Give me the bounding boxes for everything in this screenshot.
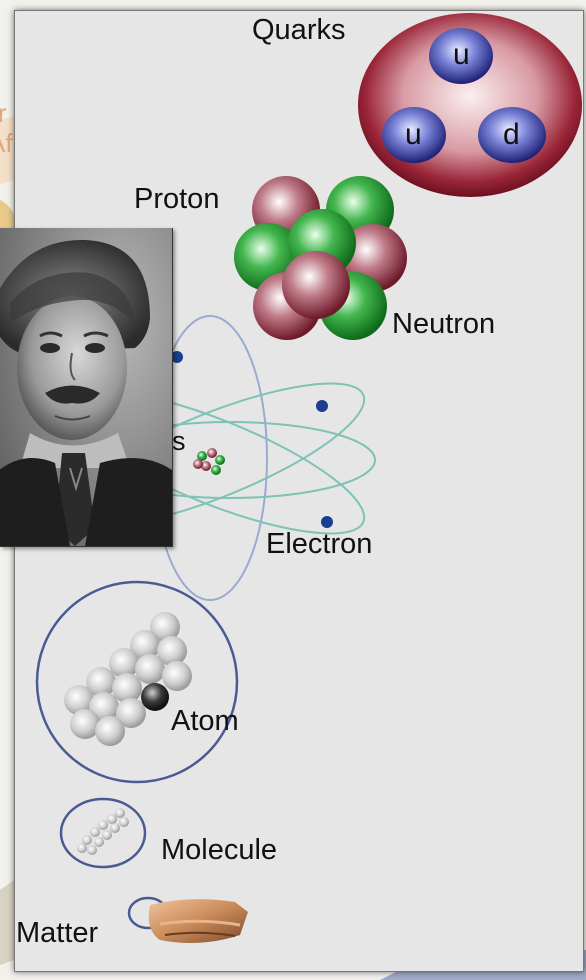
background-edge-text-1: r	[0, 98, 7, 128]
nucleus-label-fragment: s	[172, 426, 186, 456]
down-quark-sphere	[478, 107, 546, 163]
up-quark-1-sphere	[429, 28, 493, 84]
electron-label: Electron	[266, 528, 373, 560]
up-quark-label-2: u	[405, 118, 422, 151]
electron-dots	[171, 351, 333, 528]
quarks-label: Quarks	[252, 14, 346, 46]
scientist-portrait-photo	[0, 228, 173, 547]
down-quark-label: d	[503, 118, 520, 151]
matter-hands-image	[127, 896, 248, 944]
proton-label: Proton	[134, 183, 220, 215]
atom-nucleus-small	[193, 448, 225, 475]
neutron-label: Neutron	[392, 308, 496, 340]
matter-label: Matter	[16, 917, 99, 949]
atom-label: Atom	[171, 705, 239, 737]
nucleus-cluster	[234, 176, 407, 340]
molecule-lattice	[59, 797, 147, 869]
portrait-image	[0, 228, 172, 546]
atom-lattice	[35, 580, 239, 784]
up-quark-2-sphere	[382, 107, 446, 163]
background-edge-text-2: Af	[0, 128, 13, 158]
quark-group	[358, 13, 582, 197]
up-quark-label-1: u	[453, 38, 470, 71]
molecule-label: Molecule	[161, 834, 278, 866]
